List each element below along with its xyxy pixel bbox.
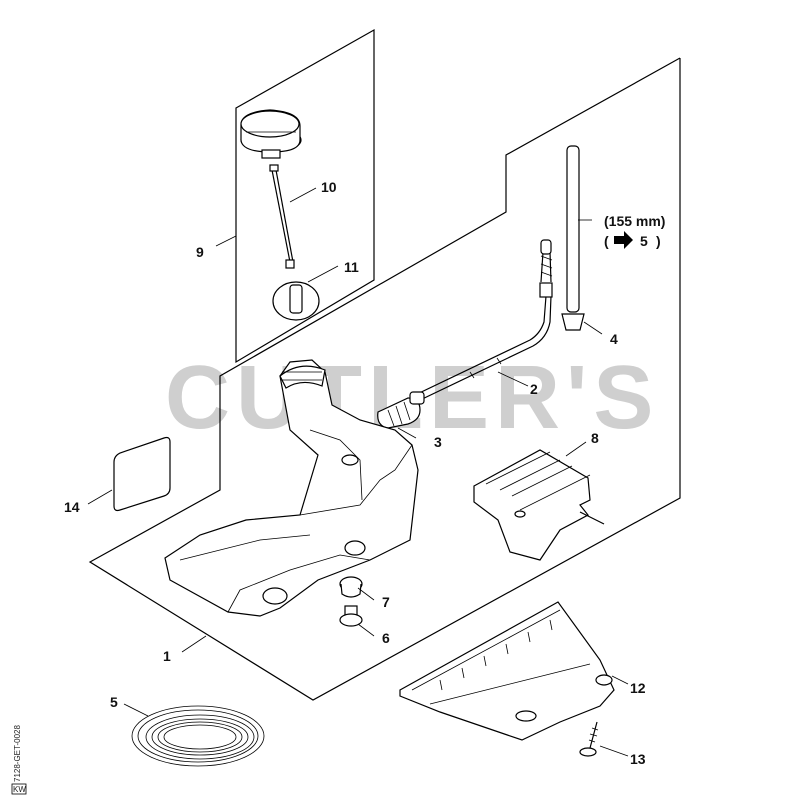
length-note: (155 mm) xyxy=(604,213,665,229)
cap-assembly-frame xyxy=(235,28,375,364)
tank-assembly-frame xyxy=(88,57,681,701)
cap-ring xyxy=(272,281,320,321)
fuel-hose xyxy=(412,239,553,403)
note-close-paren: ) xyxy=(656,233,661,249)
callout-1: 1 xyxy=(163,648,171,664)
screw xyxy=(579,721,599,757)
callout-14: 14 xyxy=(64,499,80,515)
callout-9: 9 xyxy=(196,244,204,260)
callout-12: 12 xyxy=(630,680,646,696)
leader-lines xyxy=(87,187,629,757)
grommet-7 xyxy=(339,576,363,598)
callout-13: 13 xyxy=(630,751,646,767)
note-open-paren: ( xyxy=(604,233,609,249)
fuel-tank xyxy=(164,359,419,617)
vent-tube xyxy=(561,145,585,331)
callout-6: 6 xyxy=(382,630,390,646)
fuel-filter xyxy=(377,391,425,429)
callout-11: 11 xyxy=(344,259,359,275)
tank-cover xyxy=(399,601,615,741)
arrow-right-icon xyxy=(614,231,633,249)
callout-7: 7 xyxy=(382,594,390,610)
plug-6 xyxy=(339,605,363,627)
decal xyxy=(113,436,171,512)
callout-10: 10 xyxy=(321,179,337,195)
retaining-cord xyxy=(269,164,295,269)
tank-bracket xyxy=(473,449,605,561)
callout-8: 8 xyxy=(591,430,599,446)
callout-3: 3 xyxy=(434,434,442,450)
drawing-code: 7128-GET-0028 xyxy=(13,725,22,782)
callout-5: 5 xyxy=(110,694,118,710)
corner-mark: KW xyxy=(13,785,26,794)
note-ref: 5 xyxy=(640,233,648,249)
callout-4: 4 xyxy=(610,331,618,347)
fuel-cap xyxy=(240,109,302,159)
tubing-coil xyxy=(131,705,265,767)
corner-mark-box xyxy=(11,783,27,795)
callout-2: 2 xyxy=(530,381,538,397)
